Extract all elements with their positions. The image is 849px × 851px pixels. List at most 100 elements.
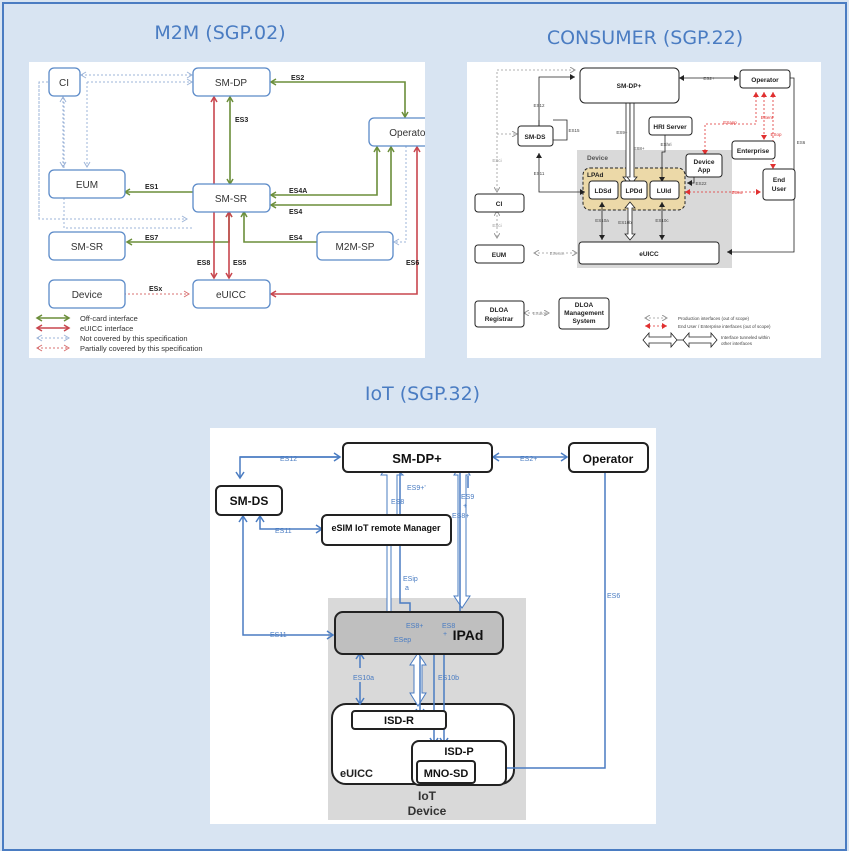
consumer-iface-es10c: ES10c [655,218,669,223]
legend-partial: Partially covered by this specification [80,344,203,353]
m2m-label-eum: EUM [76,180,98,191]
iot-iface-es11a: ES11 [275,528,292,535]
m2m-label-smsr2: SM-SR [71,242,103,253]
consumer-iface-es8p: ES8+ [633,146,645,151]
consumer-node-hri [648,116,693,136]
consumer-label-device-app-1: Device [694,159,715,166]
consumer-diagram: Device LPAd [467,62,821,358]
m2m-node-eum [48,169,126,199]
m2m-link-ci-eum2 [86,82,192,117]
consumer-label-smds: SM-DS [525,134,547,141]
consumer-label-end-user-1: End [773,177,785,184]
m2m-diagram: CI SM-DP Operator EUM SM-SR SM-SR M2M-SP… [29,62,450,358]
iot-node-operator [568,442,649,473]
iot-tunnel-es10b [409,652,427,707]
consumer-label-dloa-reg-1: DLOA [490,307,509,314]
m2m-label-smdp: SM-DP [215,78,248,89]
legend-euicc: eUICC interface [80,324,133,333]
iot-iface-es9pp: ES9+' [407,485,426,492]
m2m-iface-es8: ES8 [197,260,210,267]
legend-tunnel-arrow-2 [682,331,718,349]
consumer-iface-es12: ES12 [533,103,545,108]
legend-production: Production interfaces (out of scope) [678,316,750,321]
consumer-iface-es6: ES6 [797,140,806,145]
m2m-label-smsr: SM-SR [215,194,247,205]
m2m-label-ci: CI [59,78,69,89]
consumer-node-end-user [762,168,796,201]
iot-label-eim: eSIM IoT remote Manager [331,523,441,533]
consumer-iface-esci: ESci [492,158,501,163]
consumer-node-luid [649,180,680,200]
consumer-label-dloa-mgmt-3: System [572,318,595,325]
m2m-link-outer [38,81,192,229]
m2m-iface-es3: ES3 [235,117,248,124]
iot-link-es6 [468,461,610,773]
m2m-iface-es4a: ES4A [289,188,307,195]
consumer-link-es15 [553,119,568,141]
iot-iface-es10b: ES10b [438,675,459,682]
m2m-link-es2 [269,78,409,119]
m2m-link-es4 [269,145,395,209]
iot-link-es11b [238,514,335,640]
iot-iface-esipa-1: ESip [403,576,418,583]
iot-tunnel-es8p-right [453,462,471,609]
m2m-label-m2msp: M2M-SP [336,242,375,253]
m2m-iface-es5: ES5 [233,260,246,267]
iot-iface-es8: ES8 [391,499,404,506]
consumer-lpad-label: LPAd [587,172,604,179]
iot-label-smds: SM-DS [230,494,269,508]
iot-iface-es8p2: ES8+ [406,623,423,630]
iot-tunnels [380,462,471,707]
iot-diagram: IoT Device eUICC IPAd SM-DP+ [210,428,656,824]
legend-tunnel-2: other interfaces [721,341,753,346]
consumer-node-dloa-mgmt [558,297,610,330]
iot-node-isdr [351,710,447,730]
consumer-label-enterprise: Enterprise [737,148,770,155]
iot-title: IoT (SGP.32) [364,383,481,405]
m2m-label-device: Device [72,290,103,301]
consumer-iface-esent: ESent [761,115,774,120]
consumer-label-dloa-reg-2: Registrar [485,316,514,323]
consumer-node-dloa-registrar [474,300,525,328]
consumer-node-enterprise [731,140,776,160]
consumer-node-operator [739,69,791,89]
iot-svg: IoT Device eUICC IPAd SM-DP+ [215,442,649,820]
m2m-svg: CI SM-DP Operator EUM SM-SR SM-SR M2M-SP… [35,67,450,353]
consumer-iface-esci2: ESci [492,223,501,228]
consumer-title: CONSUMER (SGP.22) [546,27,744,49]
m2m-link-ci-smsr [38,82,188,223]
consumer-node-lpdd [620,180,648,200]
iot-label-isdp: ISD-P [444,746,473,758]
m2m-legend: Off-card interface eUICC interface Not c… [35,314,203,353]
consumer-iface-esapp: ESapp [723,120,737,125]
consumer-link-esci [497,70,575,192]
iot-device-label-2: Device [408,804,447,818]
iot-label-operator: Operator [583,452,634,466]
m2m-iface-esx: ESx [149,286,162,293]
consumer-label-operator: Operator [751,77,779,84]
consumer-link-esapp [702,92,759,155]
consumer-node-euicc [578,241,720,265]
iot-label-isdr: ISD-R [384,715,414,727]
iot-iface-esipa-2: a [405,585,409,592]
consumer-label-dloa-mgmt-1: DLOA [575,302,594,309]
iot-iface-esep: ESep [394,637,411,644]
consumer-device-label: Device [587,155,608,162]
consumer-node-smds [517,125,554,147]
consumer-label-euicc: eUICC [639,251,659,258]
consumer-label-hri: HRI Server [653,124,687,131]
m2m-link-op-m2msp [393,142,407,246]
m2m-link-es4a [269,145,381,199]
iot-iface-es11b: ES11 [270,632,287,639]
m2m-iface-es1: ES1 [145,184,158,191]
legend-enduser: End User / Enterprise interfaces (out of… [678,324,771,329]
consumer-label-device-app-2: App [698,167,711,174]
legend-off-card: Off-card interface [80,314,138,323]
m2m-iface-es4: ES4 [289,209,302,216]
consumer-iface-es22: ES22 [695,181,707,186]
legend-not-covered: Not covered by this specification [80,334,188,343]
iot-label-euicc: eUICC [340,768,373,780]
consumer-label-ldsd: LDSd [595,188,612,195]
iot-label-smdpp: SM-DP+ [392,451,442,466]
iot-label-mnosd: MNO-SD [424,768,469,780]
